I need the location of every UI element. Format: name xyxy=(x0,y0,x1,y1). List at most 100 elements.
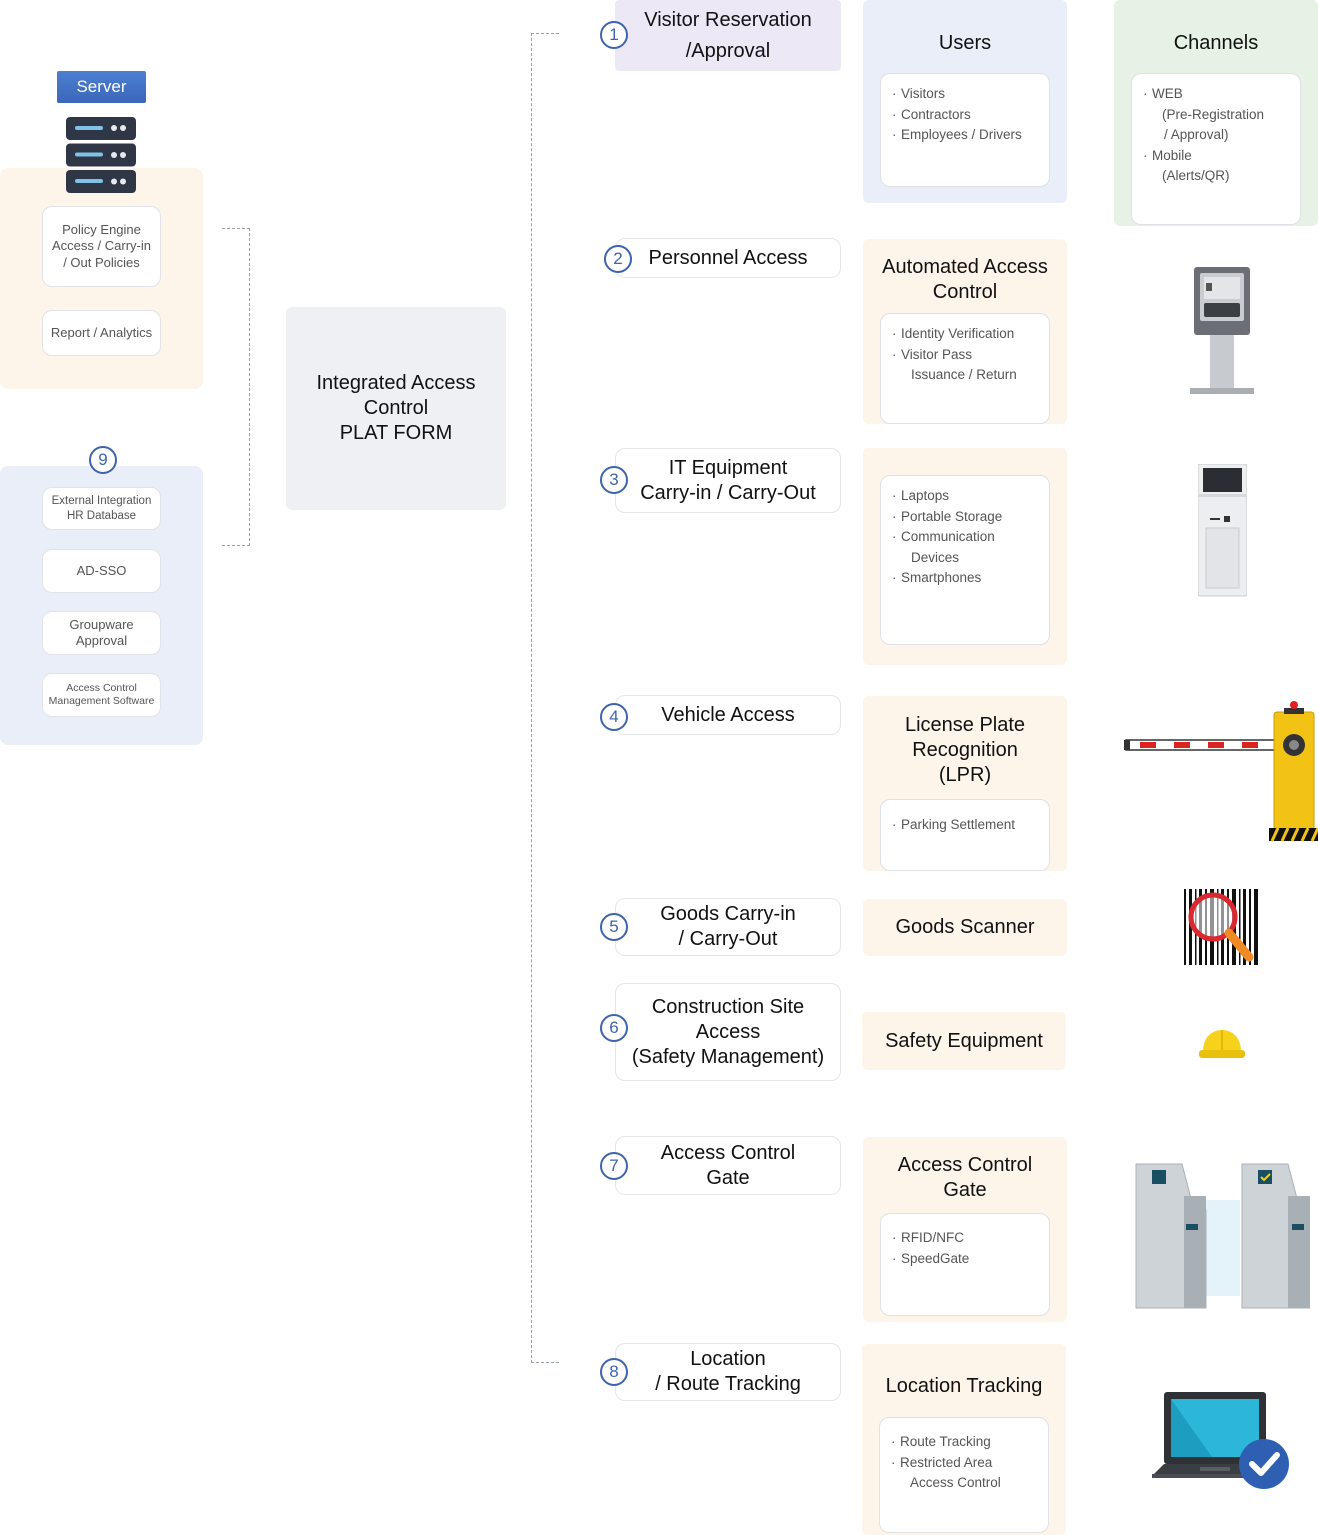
cat-3-list: Parking Settlement xyxy=(880,799,1050,871)
cat-item-cont: Devices xyxy=(911,549,960,565)
cat-item: Route Tracking xyxy=(891,1432,1048,1453)
cat-item: Communication xyxy=(892,527,1049,548)
category-automated-access: Automated Access Control Identity Verifi… xyxy=(863,239,1067,424)
cat-item-cont: Issuance / Return xyxy=(911,367,1017,382)
service-2-line-1: Personnel Access xyxy=(648,246,808,269)
service-access-control-gate: Access Control Gate xyxy=(615,1136,841,1195)
cat-item: RFID/NFC xyxy=(892,1228,1049,1249)
cat-item: Portable Storage xyxy=(892,507,1049,528)
users-panel: Users Visitors Contractors Employees / D… xyxy=(863,0,1067,203)
number-badge-7: 7 xyxy=(600,1152,628,1180)
service-5-line-2: / Carry-Out xyxy=(678,928,778,950)
channels-item-cont: (Alerts/QR) xyxy=(1162,168,1230,183)
policy-engine-card: Policy Engine Access / Carry-in / Out Po… xyxy=(42,206,161,287)
cat-item: Identity Verification xyxy=(892,324,1049,345)
number-badge-3: 3 xyxy=(600,466,628,494)
users-item: Visitors xyxy=(892,84,1049,105)
server-rack-icon xyxy=(66,117,136,193)
cat-item: Visitor Pass xyxy=(892,345,1049,366)
barcode-magnifier-icon xyxy=(1183,889,1260,966)
service-personnel-access: Personnel Access xyxy=(615,238,841,278)
cat-item-cont: Access Control xyxy=(910,1475,1001,1490)
cat-item: SpeedGate xyxy=(892,1249,1049,1270)
channels-panel: Channels WEB (Pre-Registration / Approva… xyxy=(1114,0,1318,226)
cat-1-title-2: Control xyxy=(932,281,998,303)
groupware-card: Groupware Approval xyxy=(42,611,161,655)
cat-7-list: Route Tracking Restricted Area Access Co… xyxy=(879,1417,1049,1533)
cat-item: Laptops xyxy=(892,486,1049,507)
platform-line-3: PLAT FORM xyxy=(339,422,453,444)
cat-1-list: Identity Verification Visitor Pass Issua… xyxy=(880,313,1050,424)
category-goods-scanner: Goods Scanner xyxy=(863,899,1067,956)
external-integration-card: External Integration HR Database xyxy=(42,487,161,530)
users-item: Contractors xyxy=(892,105,1049,126)
ext-line-1: External Integration xyxy=(51,495,152,508)
service-6-line-1: Construction Site xyxy=(651,995,805,1018)
cat-6-list: RFID/NFC SpeedGate xyxy=(880,1213,1050,1316)
cat-6-title-2: Gate xyxy=(943,1179,987,1201)
users-list: Visitors Contractors Employees / Drivers xyxy=(880,73,1050,187)
service-1-line-2: /Approval xyxy=(685,39,771,62)
cat-7-title: Location Tracking xyxy=(885,1375,1043,1397)
service-it-equipment: IT Equipment Carry-in / Carry-Out xyxy=(615,448,841,513)
policy-line-2: Access / Carry-in xyxy=(52,238,151,254)
groupware-line-1: Groupware xyxy=(69,616,134,632)
service-4-line-1: Vehicle Access xyxy=(661,703,795,726)
report-label: Report / Analytics xyxy=(50,324,153,340)
users-item: Employees / Drivers xyxy=(892,125,1049,146)
users-title: Users xyxy=(938,32,992,54)
category-location-tracking: Location Tracking Route Tracking Restric… xyxy=(862,1344,1066,1535)
service-vehicle-access: Vehicle Access xyxy=(615,695,841,735)
policy-line-3: / Out Policies xyxy=(63,254,140,270)
category-access-gate: Access Control Gate RFID/NFC SpeedGate xyxy=(863,1137,1067,1322)
service-8-line-2: / Route Tracking xyxy=(655,1373,801,1395)
platform-line-2: Control xyxy=(363,397,429,419)
channels-title: Channels xyxy=(1173,32,1259,54)
service-construction-site: Construction Site Access (Safety Managem… xyxy=(615,983,841,1081)
service-goods-carry: Goods Carry-in / Carry-Out xyxy=(615,898,841,956)
service-7-line-2: Gate xyxy=(706,1166,750,1189)
policy-line-1: Policy Engine xyxy=(62,222,141,238)
number-badge-4: 4 xyxy=(600,703,628,731)
cat-1-title-1: Automated Access xyxy=(882,256,1048,278)
cat-6-title-1: Access Control xyxy=(897,1154,1033,1176)
service-7-line-1: Access Control xyxy=(660,1141,796,1164)
cat-3-title-3: (LPR) xyxy=(938,764,992,786)
right-connector xyxy=(531,33,559,1363)
service-5-line-1: Goods Carry-in xyxy=(660,903,796,925)
acs-line-2: Management Software xyxy=(48,695,155,707)
service-6-line-3: (Safety Management) xyxy=(631,1045,825,1068)
speed-gate-icon xyxy=(1134,1160,1311,1310)
cat-5-title: Safety Equipment xyxy=(885,1029,1043,1052)
service-3-line-1: IT Equipment xyxy=(668,456,788,479)
service-location-tracking: Location / Route Tracking xyxy=(615,1343,841,1401)
number-badge-1: 1 xyxy=(600,21,628,49)
service-1-line-1: Visitor Reservation xyxy=(644,8,812,31)
ext-line-2: HR Database xyxy=(66,509,137,522)
hard-hat-icon xyxy=(1199,1028,1245,1060)
service-6-line-2: Access xyxy=(695,1020,761,1043)
cat-4-title: Goods Scanner xyxy=(895,916,1035,938)
standing-kiosk-icon xyxy=(1197,463,1248,598)
acs-line-1: Access Control xyxy=(66,681,137,694)
channels-item: Mobile xyxy=(1143,146,1300,167)
channels-item-cont: / Approval) xyxy=(1164,127,1229,142)
access-control-software-card: Access Control Management Software xyxy=(42,673,161,717)
cat-3-title-2: Recognition xyxy=(912,739,1018,761)
report-analytics-card: Report / Analytics xyxy=(42,310,161,356)
platform-line-1: Integrated Access xyxy=(316,372,476,394)
laptop-check-icon xyxy=(1152,1390,1290,1490)
cat-item: Smartphones xyxy=(892,568,1049,589)
number-badge-5: 5 xyxy=(600,913,628,941)
groupware-line-2: Approval xyxy=(75,633,128,648)
left-connector xyxy=(222,228,250,546)
number-badge-8: 8 xyxy=(600,1358,628,1386)
ad-sso-label: AD-SSO xyxy=(76,562,127,578)
category-it-equipment: Laptops Portable Storage Communication D… xyxy=(863,448,1067,665)
channels-list: WEB (Pre-Registration / Approval) Mobile… xyxy=(1131,73,1301,225)
kiosk-icon xyxy=(1190,267,1254,395)
number-badge-6: 6 xyxy=(600,1014,628,1042)
cat-item: Parking Settlement xyxy=(892,815,1049,836)
number-badge-9: 9 xyxy=(89,446,117,474)
service-8-line-1: Location xyxy=(690,1348,766,1370)
